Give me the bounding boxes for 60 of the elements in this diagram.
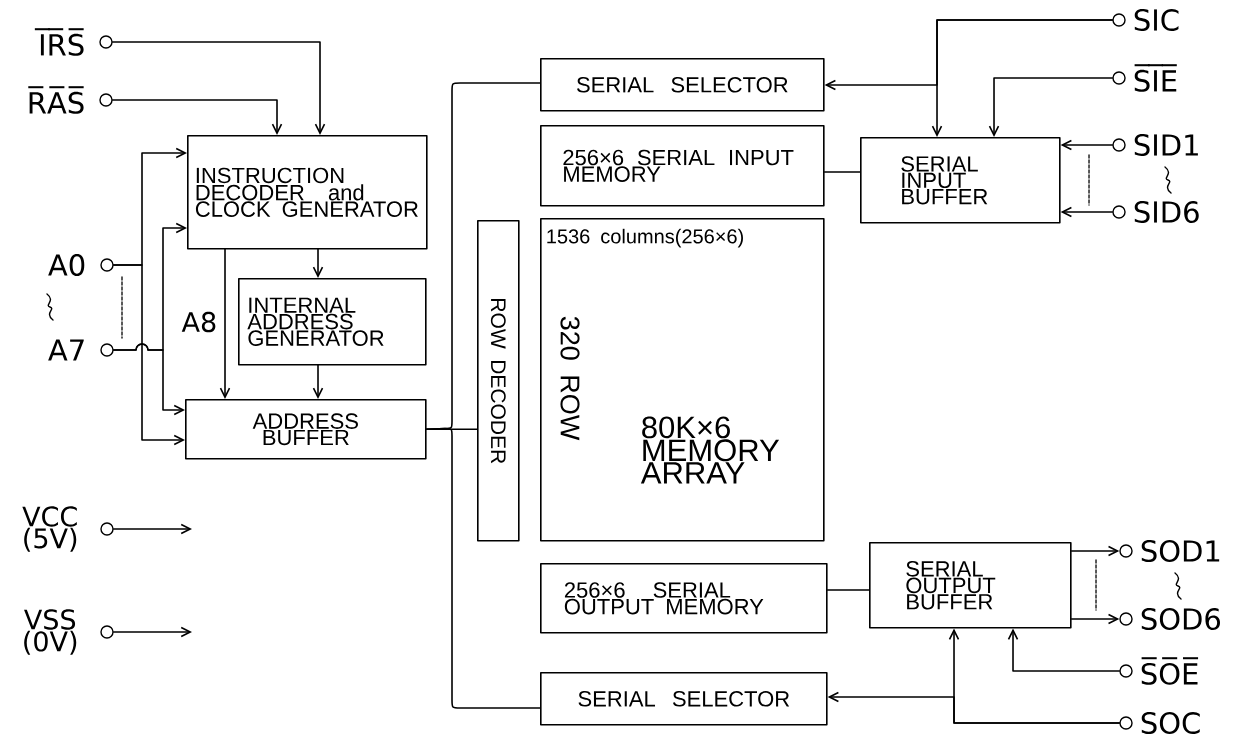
arrow [112, 264, 185, 446]
pin-terminal: SOC [1119, 712, 1200, 734]
block-box: SERIAL INPUT BUFFER [860, 137, 1061, 224]
arrow [219, 248, 231, 399]
pin-terminal: SID6 [1112, 201, 1199, 223]
node-label: SOC [1141, 712, 1200, 734]
node-label: S̅I̅E̅ [1134, 64, 1177, 92]
node-label: VSS (0V) [24, 609, 77, 655]
block-box: INSTRUCTION DECODER and CLOCK GENERATOR [187, 135, 428, 250]
pin-terminal: A7 [48, 339, 114, 361]
pin-terminal: SIC [1112, 9, 1179, 31]
pin-terminal: VCC (5V) [22, 506, 114, 552]
pin-terminal: S̅I̅E̅ [1112, 64, 1177, 92]
arrow [931, 19, 1114, 137]
node-label: A0 [48, 254, 85, 276]
block-box: SERIAL SELECTOR [540, 58, 825, 112]
node-label: A7 [48, 339, 84, 361]
node-label: VCC (5V) [22, 506, 77, 552]
block-box: INTERNAL ADDRESS GENERATOR [238, 278, 427, 366]
node-label: I̅R̅S̅ [34, 28, 84, 56]
arrow [1070, 613, 1120, 625]
node-label: SID6 [1134, 201, 1199, 223]
memory-array-box: 1536 columns(256×6) 320 ROW 80K×6 MEMORY ARRAY [540, 218, 825, 542]
node-label: R̅A̅S̅ [28, 86, 84, 114]
pin-terminal: R̅A̅S̅ [28, 86, 113, 114]
pin-terminal: SID1 [1112, 134, 1198, 156]
block-box: SERIAL SELECTOR [540, 672, 828, 726]
arrow [1060, 139, 1114, 151]
arrow [988, 77, 1114, 137]
block-box: ADDRESS BUFFER [185, 399, 427, 460]
signal-label: A8 [181, 311, 216, 333]
arrow [111, 99, 283, 135]
wire [425, 427, 541, 709]
arrow [112, 523, 192, 535]
arrow [312, 364, 324, 399]
pin-terminal: VSS (0V) [24, 609, 114, 655]
arrow [827, 691, 1121, 724]
node-label: SOD1 [1141, 540, 1220, 562]
arrow [1060, 206, 1114, 218]
block-box: SERIAL OUTPUT BUFFER [869, 542, 1072, 629]
block-box: 256×6 SERIAL INPUT MEMORY [540, 125, 825, 207]
block-box: 256×6 SERIAL OUTPUT MEMORY [540, 563, 828, 634]
arrow [1070, 545, 1120, 557]
pin-terminal: A0 [48, 254, 114, 276]
wire [826, 589, 870, 591]
pin-terminal: SOD1 [1119, 540, 1220, 562]
arrow [112, 626, 192, 638]
node-label: SOD6 [1141, 608, 1221, 630]
pin-terminal: I̅R̅S̅ [34, 28, 113, 56]
arrow [111, 41, 326, 135]
node-label: SID1 [1134, 134, 1198, 156]
node-label: SIC [1134, 9, 1179, 31]
decoder-box: ROW DECODER [477, 220, 520, 542]
arrow [312, 248, 324, 278]
wire [823, 171, 861, 173]
pin-terminal: SOD6 [1119, 608, 1220, 630]
arrow [112, 343, 185, 416]
arrow [1007, 628, 1121, 672]
pin-terminal: S̅O̅E̅ [1119, 657, 1199, 685]
node-label: S̅O̅E̅ [1141, 657, 1199, 685]
